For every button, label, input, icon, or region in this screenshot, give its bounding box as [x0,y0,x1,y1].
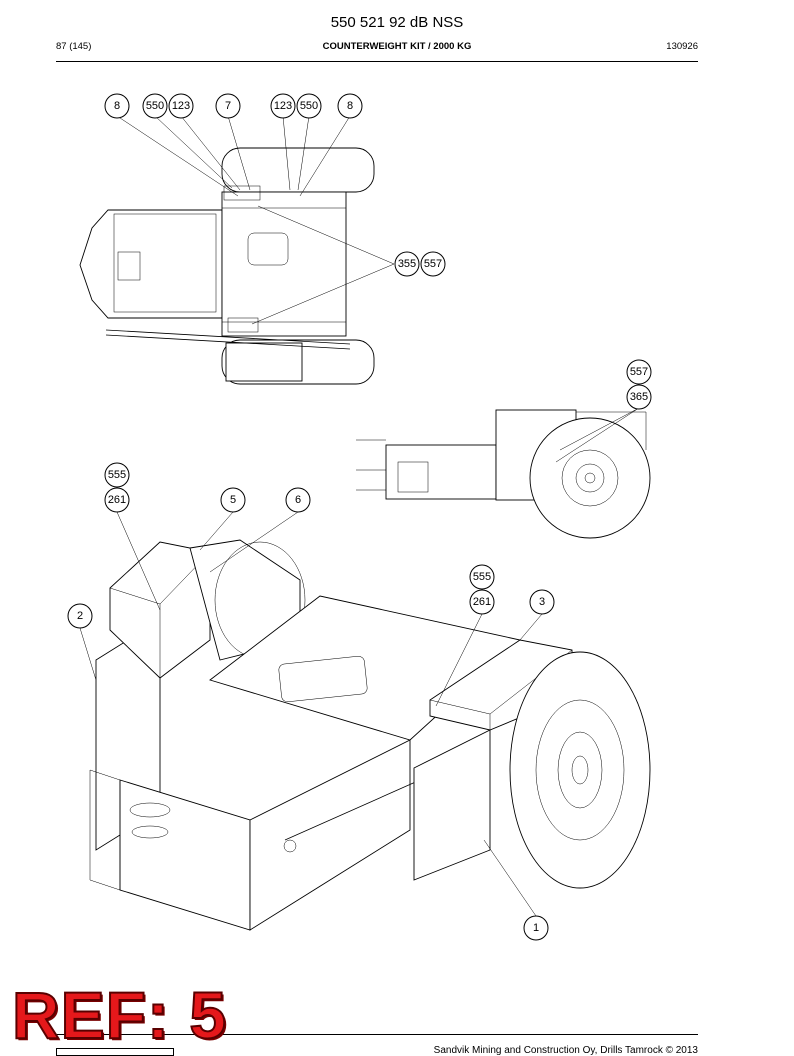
svg-text:123: 123 [274,100,292,112]
callout-6: 6 [285,487,311,513]
callout-1: 1 [523,915,549,941]
callout-550-right: 550 [296,93,322,119]
callout-365: 365 [626,384,652,410]
page-number: 87 (145) [56,41,92,52]
iso-view-callouts: 555 261 5 6 2 555 261 3 1 [67,462,555,941]
callout-555-right: 555 [469,564,495,590]
svg-text:8: 8 [347,100,353,112]
document-title: 550 521 92 dB NSS [330,14,464,31]
footer-copyright: Sandvik Mining and Construction Oy, Dril… [433,1045,698,1056]
top-view-drawing [79,147,375,385]
footer-rule [56,1034,698,1035]
ref-stamp: REF: 5 [11,978,228,1052]
svg-text:550: 550 [146,100,164,112]
side-view-drawing [356,409,651,539]
callout-355: 355 [394,251,420,277]
svg-text:555: 555 [108,469,126,481]
callout-8-right: 8 [337,93,363,119]
svg-text:557: 557 [424,258,442,270]
brand-logo-bar [56,1048,174,1056]
callout-123-right: 123 [270,93,296,119]
callout-550-left: 550 [142,93,168,119]
svg-text:123: 123 [172,100,190,112]
callout-3: 3 [529,589,555,615]
callout-2: 2 [67,603,93,629]
callout-557-side: 557 [626,359,652,385]
svg-text:7: 7 [225,100,231,112]
callout-555-left: 555 [104,462,130,488]
svg-text:3: 3 [539,596,545,608]
svg-text:5: 5 [230,494,236,506]
svg-text:6: 6 [295,494,301,506]
svg-text:355: 355 [398,258,416,270]
svg-text:2: 2 [77,610,83,622]
svg-text:555: 555 [473,571,491,583]
callout-261-left: 261 [104,487,130,513]
side-view-callouts: 557 365 [626,359,652,410]
svg-text:365: 365 [630,391,648,403]
leader-lines [79,115,640,917]
isometric-view-drawing [89,539,651,931]
section-title: COUNTERWEIGHT KIT / 2000 KG [322,41,472,52]
callout-7: 7 [215,93,241,119]
svg-text:261: 261 [473,596,491,608]
svg-text:261: 261 [108,494,126,506]
header-rule [56,61,698,62]
callout-261-right: 261 [469,589,495,615]
callout-5: 5 [220,487,246,513]
top-view-callouts: 8 550 123 7 123 550 8 355 557 [104,93,446,277]
svg-text:1: 1 [533,922,539,934]
callout-123-left: 123 [168,93,194,119]
svg-text:8: 8 [114,100,120,112]
callout-557-top: 557 [420,251,446,277]
svg-text:550: 550 [300,100,318,112]
callout-8-left: 8 [104,93,130,119]
svg-text:557: 557 [630,366,648,378]
document-date: 130926 [666,41,698,52]
